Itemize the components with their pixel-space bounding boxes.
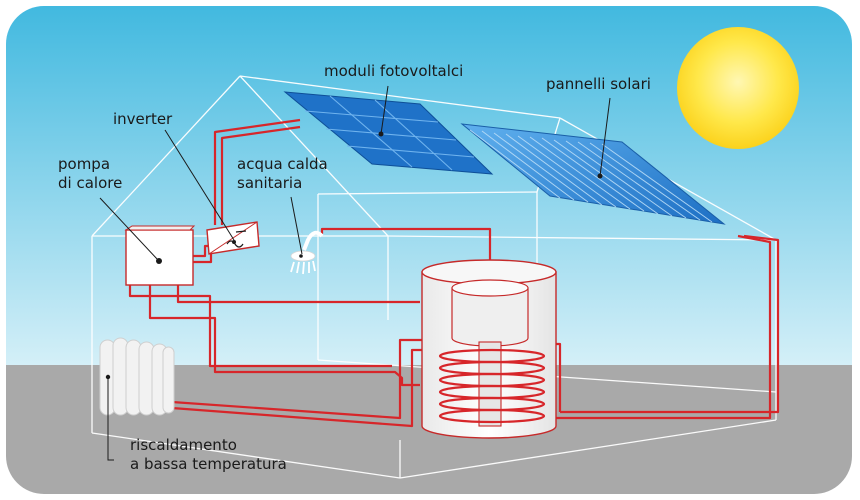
solar-thermal-panels <box>460 123 726 225</box>
sun-icon <box>677 27 799 149</box>
solar-leader-dot <box>597 173 603 179</box>
pv-leader-dot <box>378 131 384 137</box>
shower-head-icon <box>290 230 324 275</box>
inverter-label-text: inverter <box>113 110 173 128</box>
heat-pump-icon <box>124 225 196 286</box>
pv-modules <box>283 91 494 175</box>
pipes <box>128 118 780 428</box>
radiator-icon <box>99 337 175 416</box>
floor-heating-label: riscaldamento a bassa temperatura <box>130 436 287 474</box>
storage-tank-icon <box>421 259 557 439</box>
heat-pump-label-line-2: di calore <box>58 174 123 192</box>
solar-panels-label: pannelli solari <box>546 75 651 94</box>
pv-modules-label: moduli fotovoltalci <box>324 62 463 81</box>
solar-panels-label-text: pannelli solari <box>546 75 651 93</box>
floor-heating-label-line-2: a bassa temperatura <box>130 455 287 473</box>
leader-lines <box>99 85 611 461</box>
hot-water-label-line-2: sanitaria <box>237 174 303 192</box>
heat-pump-label: pompa di calore <box>58 155 122 193</box>
floor-heating-label-line-1: riscaldamento <box>130 436 237 454</box>
hot-water-label-line-1: acqua calda <box>237 155 328 173</box>
inverter-label: inverter <box>113 110 172 129</box>
heat-pump-label-line-1: pompa <box>58 155 111 173</box>
hot-water-label: acqua calda sanitaria <box>237 155 328 193</box>
pv-modules-label-text: moduli fotovoltalci <box>324 62 464 80</box>
